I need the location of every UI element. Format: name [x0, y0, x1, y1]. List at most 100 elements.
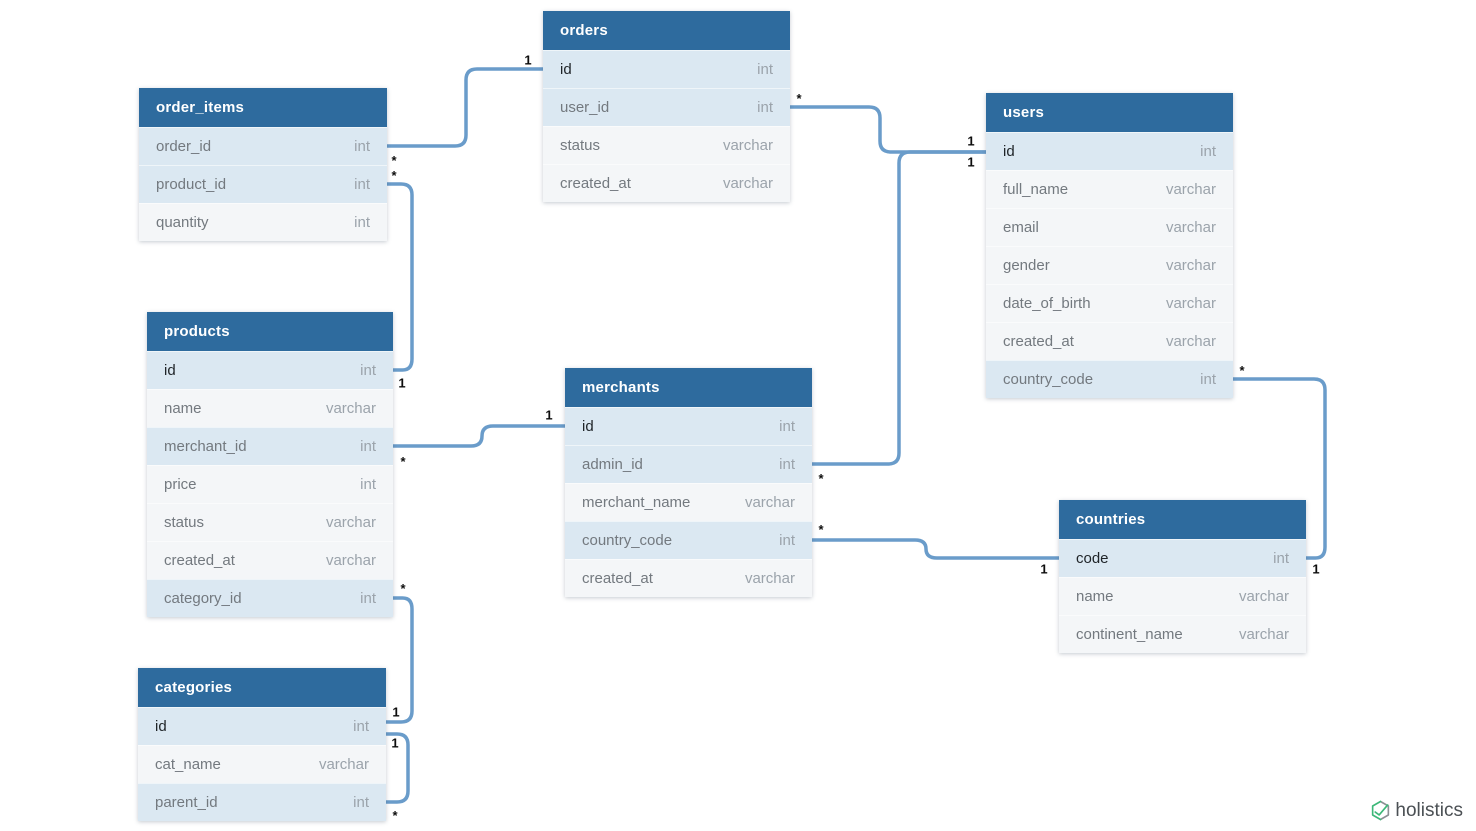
holistics-logo-icon [1372, 800, 1390, 821]
field-row-orders-created_at[interactable]: created_at varchar [543, 164, 790, 202]
field-name: id [560, 60, 572, 78]
field-name: continent_name [1076, 625, 1183, 643]
field-name: date_of_birth [1003, 294, 1091, 312]
connector-orders-user_id-to-users-id[interactable] [788, 105, 988, 154]
connector-products-category_id-to-categories-id[interactable] [384, 596, 414, 724]
field-type: int [353, 793, 369, 811]
field-type: varchar [722, 136, 773, 154]
field-type: int [1200, 142, 1216, 160]
cardinality-label: * [400, 581, 406, 596]
cardinality-label: * [818, 471, 824, 486]
field-row-order_items-product_id[interactable]: product_id int [139, 165, 387, 203]
field-name: code [1076, 549, 1109, 567]
field-type: varchar [318, 755, 369, 773]
field-type: int [779, 455, 795, 473]
field-type: varchar [744, 493, 795, 511]
connector-merchants-country_code-to-countries-code[interactable] [810, 538, 1061, 560]
field-name: full_name [1003, 180, 1069, 198]
cardinality-label: 1 [967, 154, 974, 169]
field-name: status [164, 513, 205, 531]
table-title-products[interactable]: products [147, 312, 393, 351]
holistics-watermark: holistics [1369, 799, 1463, 822]
cardinality-label: 1 [392, 704, 399, 719]
cardinality-label: * [391, 168, 397, 183]
field-name: id [155, 717, 167, 735]
field-name: merchant_name [582, 493, 691, 511]
connector-categories-parent_id-to-categories-id[interactable] [384, 732, 410, 804]
field-type: int [757, 60, 773, 78]
field-name: created_at [1003, 332, 1074, 350]
field-name: created_at [582, 569, 653, 587]
field-type: varchar [325, 551, 376, 569]
field-type: varchar [1165, 256, 1216, 274]
connector-merchants-admin_id-to-users-id[interactable] [810, 150, 988, 466]
field-name: country_code [1003, 370, 1094, 388]
cardinality-label: 1 [967, 133, 974, 148]
table-title-merchants[interactable]: merchants [565, 368, 812, 407]
field-row-merchants-merchant_name[interactable]: merchant_name varchar [565, 483, 812, 521]
field-row-orders-id[interactable]: id int [543, 50, 790, 88]
field-type: varchar [722, 174, 773, 192]
field-name: created_at [560, 174, 631, 192]
table-title-orders[interactable]: orders [543, 11, 790, 50]
connector-order_items-product_id-to-products-id[interactable] [385, 182, 414, 372]
field-name: merchant_id [164, 437, 247, 455]
connector-users-country_code-to-countries-code[interactable] [1231, 377, 1327, 560]
field-type: int [354, 175, 370, 193]
field-name: order_id [156, 137, 212, 155]
table-title-order_items[interactable]: order_items [139, 88, 387, 127]
table-title-users[interactable]: users [986, 93, 1233, 132]
holistics-logo-text: holistics [1395, 800, 1463, 821]
field-name: product_id [156, 175, 227, 193]
field-name: quantity [156, 213, 209, 231]
cardinality-label: 1 [545, 407, 552, 422]
cardinality-label: * [400, 454, 406, 469]
field-row-merchants-created_at[interactable]: created_at varchar [565, 559, 812, 597]
field-name: category_id [164, 589, 242, 607]
connector-order_items-order_id-to-orders-id[interactable] [385, 67, 545, 148]
field-name: cat_name [155, 755, 221, 773]
cardinality-label: 1 [524, 52, 531, 67]
field-type: varchar [325, 399, 376, 417]
table-title-countries[interactable]: countries [1059, 500, 1306, 539]
connector-products-merchant_id-to-merchants-id[interactable] [391, 424, 567, 448]
table-title-categories[interactable]: categories [138, 668, 386, 707]
field-row-categories-cat_name[interactable]: cat_name varchar [138, 745, 386, 783]
field-type: varchar [744, 569, 795, 587]
